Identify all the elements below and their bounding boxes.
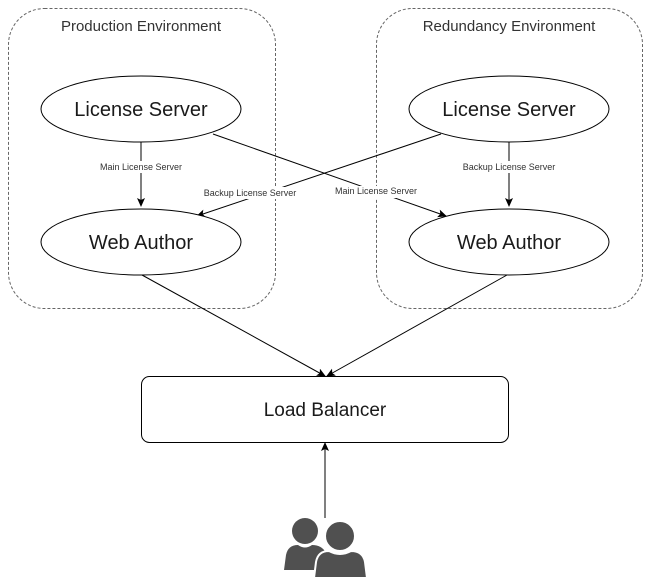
- edge-red-web-to-load-balancer: [326, 274, 508, 377]
- redundancy-web-author-node[interactable]: Web Author: [408, 208, 610, 276]
- load-balancer-label: Load Balancer: [264, 400, 387, 421]
- redundancy-web-author-label: Web Author: [457, 232, 561, 254]
- edge-red-license-to-prod-web: Backup License Server: [196, 133, 442, 218]
- edge-label-main-license-server: Main License Server: [100, 162, 182, 172]
- edge-red-license-to-red-web: Backup License Server: [459, 142, 559, 207]
- production-environment-label: Production Environment: [61, 18, 222, 35]
- production-license-server-label: License Server: [74, 99, 208, 121]
- redundancy-license-server-node[interactable]: License Server: [408, 75, 610, 143]
- edge-prod-web-to-load-balancer: [141, 274, 326, 377]
- production-web-author-node[interactable]: Web Author: [40, 208, 242, 276]
- edge-prod-license-to-red-web: Main License Server: [212, 133, 447, 218]
- redundancy-license-server-label: License Server: [442, 99, 576, 121]
- production-web-author-label: Web Author: [89, 232, 193, 254]
- redundancy-environment-container: Redundancy Environment: [376, 8, 643, 309]
- edge-prod-license-to-prod-web: Main License Server: [95, 142, 187, 207]
- users-icon: [284, 518, 369, 579]
- edge-label-main-license-server: Main License Server: [335, 186, 417, 196]
- edge-label-backup-license-server: Backup License Server: [463, 162, 556, 172]
- redundancy-environment-label: Redundancy Environment: [423, 18, 596, 35]
- production-environment-container: Production Environment: [8, 8, 276, 309]
- edge-label-backup-license-server: Backup License Server: [204, 188, 297, 198]
- load-balancer-node[interactable]: Load Balancer: [141, 376, 509, 443]
- production-license-server-node[interactable]: License Server: [40, 75, 242, 143]
